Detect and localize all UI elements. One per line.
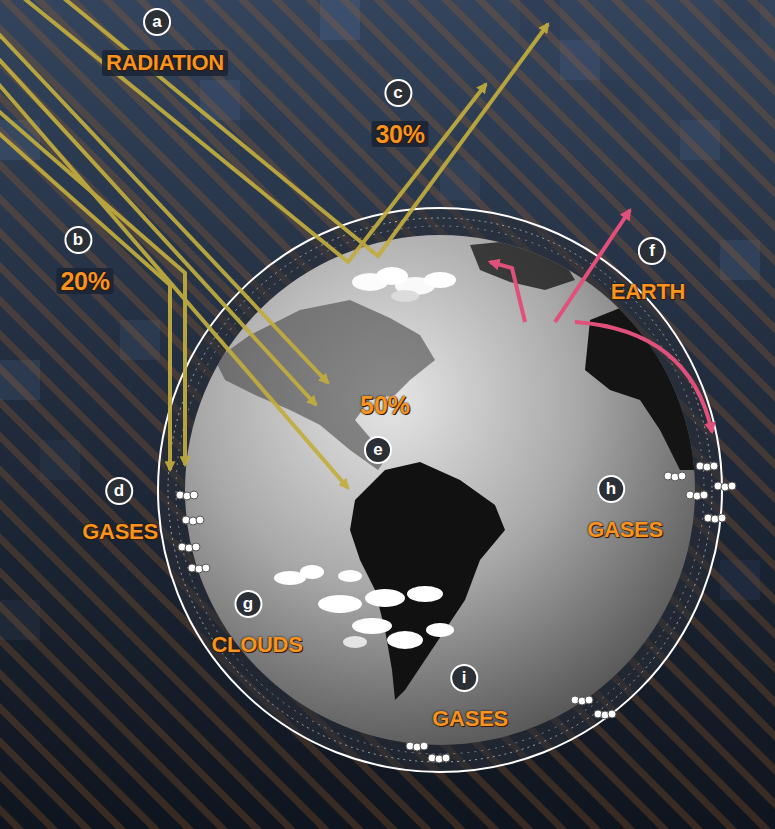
callout-marker: aRADIATION	[94, 8, 220, 76]
absorbed-ray	[0, 30, 328, 383]
north-america	[215, 300, 435, 470]
callout-circle: d	[105, 477, 133, 505]
callout-letter: b	[73, 230, 83, 250]
absorbed-ray	[0, 55, 316, 405]
part-label: GASES	[78, 519, 162, 545]
percentage-label: 50%	[360, 391, 410, 419]
percentage-label: 20%	[56, 268, 113, 294]
callout-letter: f	[649, 241, 655, 261]
callout-letter: i	[462, 668, 467, 688]
earth-ray	[555, 210, 630, 322]
callout-marker: b20%	[49, 226, 106, 294]
callout-marker: fEARTH	[611, 237, 693, 305]
callout-marker: e	[364, 436, 392, 464]
callout-letter: h	[606, 479, 616, 499]
callout-letter: e	[373, 440, 382, 460]
callout-circle: g	[234, 590, 262, 618]
earth-radiation-rays	[490, 210, 712, 432]
callout-letter: d	[114, 481, 124, 501]
callout-marker: hGASES	[569, 475, 653, 543]
south-america	[350, 462, 505, 700]
part-label: GASES	[583, 517, 667, 543]
percentage-label: 30%	[371, 121, 428, 147]
gas-molecules	[176, 462, 736, 763]
callout-circle: a	[143, 8, 171, 36]
callout-letter: a	[152, 12, 161, 32]
callout-circle: e	[364, 436, 392, 464]
solar-radiation-rays	[0, 0, 548, 488]
callout-marker: gCLOUDS	[198, 590, 297, 658]
callout-marker: c 30%	[369, 79, 426, 147]
earth-ray	[490, 262, 525, 322]
part-label: RADIATION	[102, 50, 228, 76]
europe	[470, 240, 575, 290]
part-label: GASES	[428, 706, 512, 732]
callout-circle: c	[384, 79, 412, 107]
callout-letter: g	[243, 594, 253, 614]
callout-marker: dGASES	[77, 477, 161, 545]
callout-marker: iGASES	[422, 664, 506, 732]
callout-letter: c	[393, 83, 402, 103]
clouds-top	[352, 267, 456, 302]
continents	[215, 240, 728, 700]
part-label: CLOUDS	[207, 632, 306, 658]
absorbed-ray	[0, 80, 348, 488]
earth-ray	[575, 322, 712, 432]
callout-circle: h	[597, 475, 625, 503]
callout-circle: b	[64, 226, 92, 254]
callout-circle: f	[638, 237, 666, 265]
atmosphere-ray	[0, 130, 170, 470]
callout-circle: i	[450, 664, 478, 692]
reflected-ray	[60, 0, 548, 256]
part-label: EARTH	[607, 279, 689, 305]
